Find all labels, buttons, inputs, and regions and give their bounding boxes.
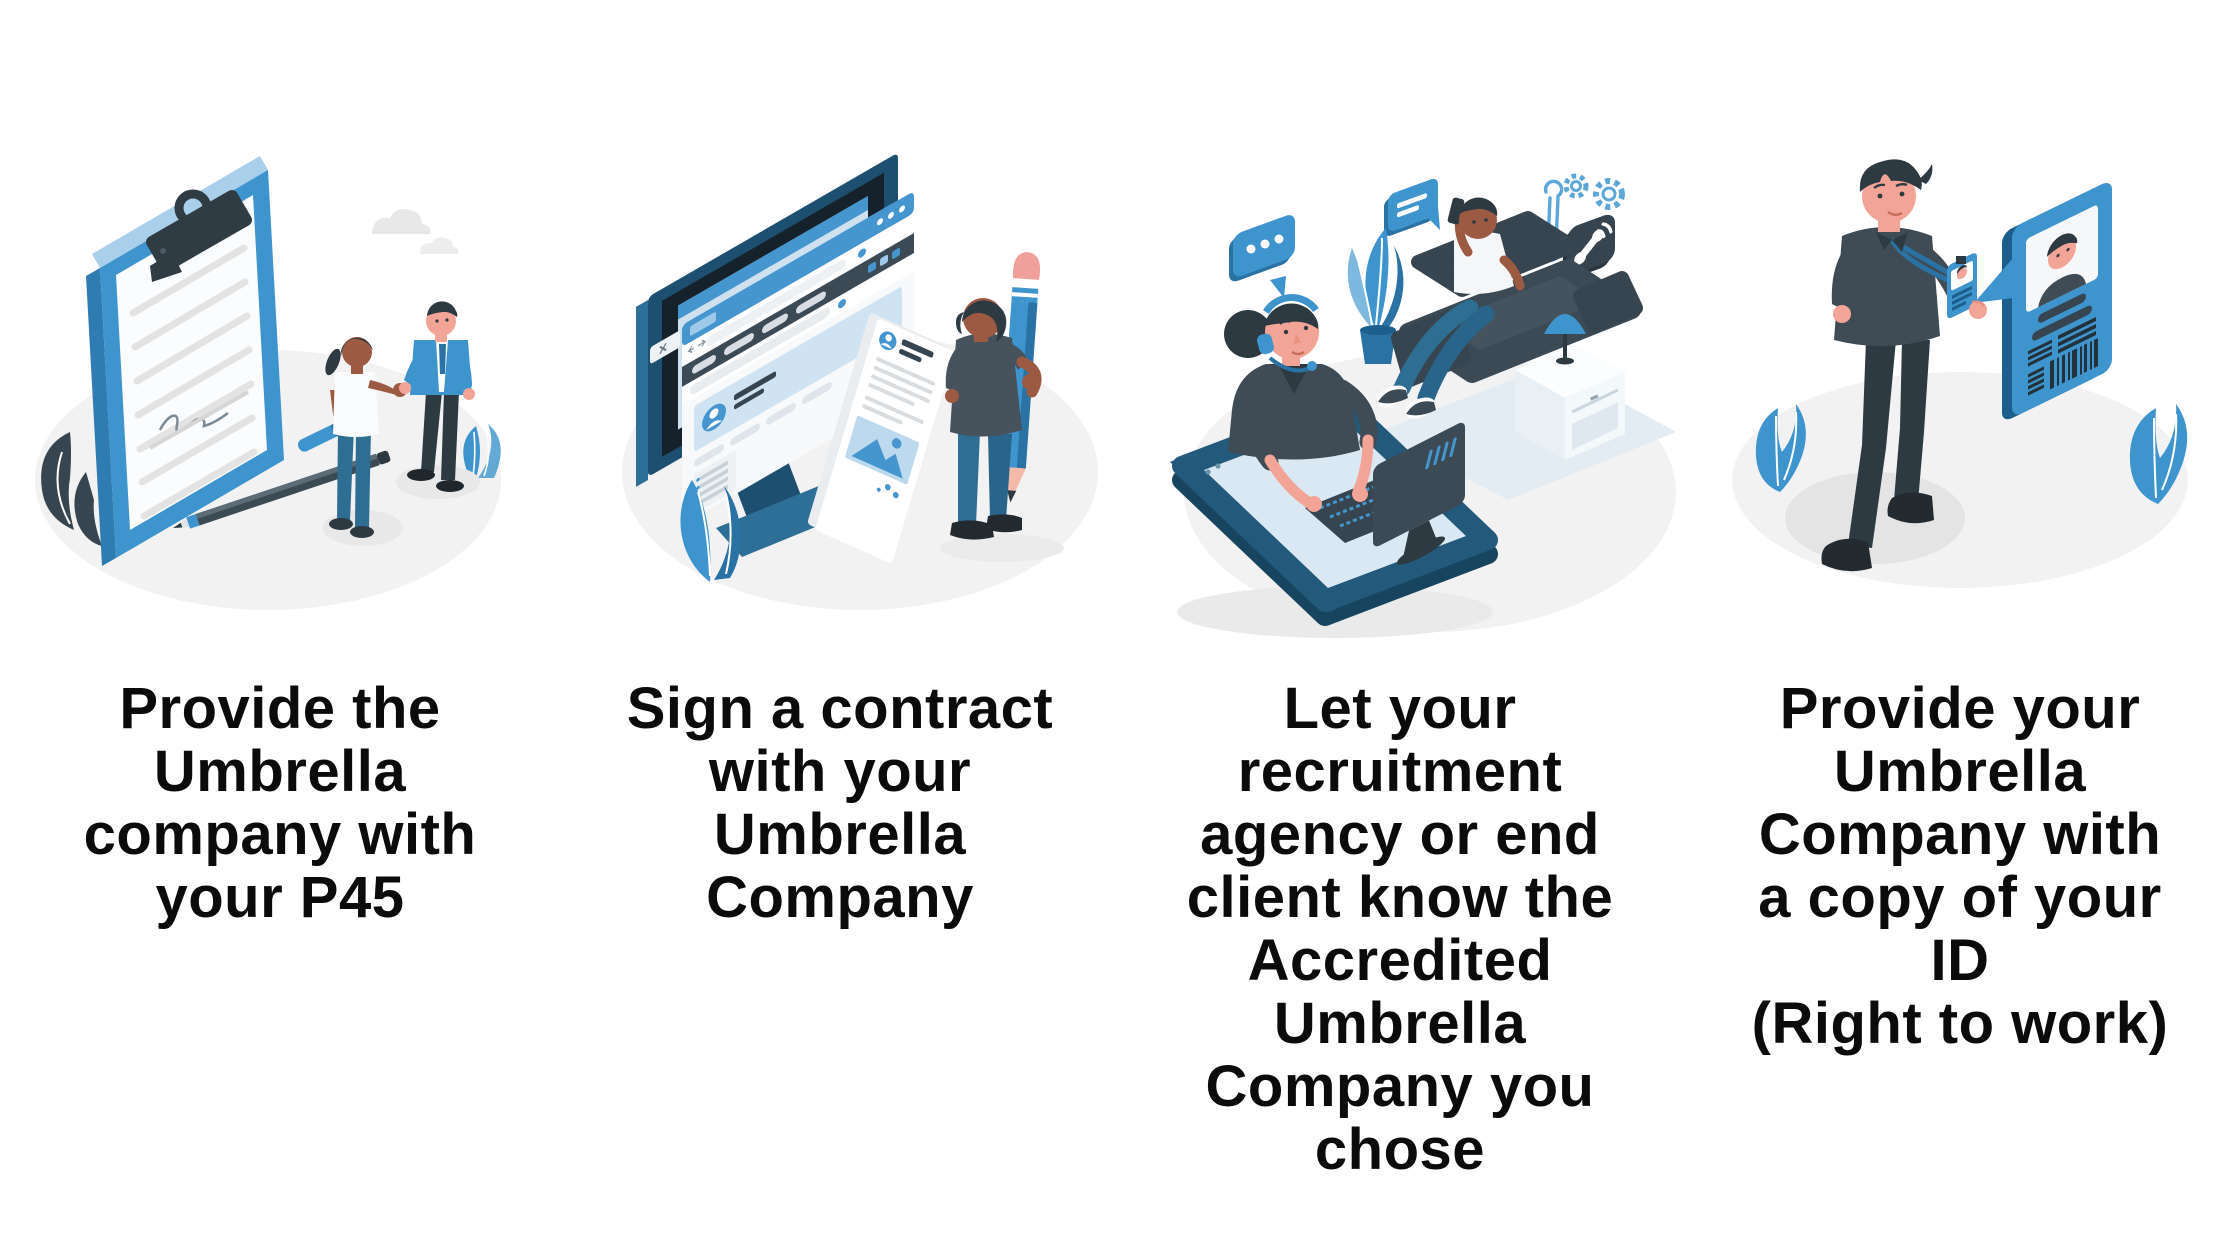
blue-plant-right <box>2129 404 2188 504</box>
support-agent-figure <box>1224 294 1378 512</box>
contract-document <box>807 313 954 563</box>
clipboard-clamp <box>146 189 252 282</box>
plant-pot <box>1360 330 1396 364</box>
side-table <box>1515 345 1625 460</box>
card-pointer <box>1974 258 2013 303</box>
blue-plant-left <box>1755 404 1806 492</box>
man-figure <box>396 301 480 499</box>
jacket <box>1834 227 1940 347</box>
step-2-caption: Sign a contract with your Umbrella Compa… <box>626 676 1054 930</box>
badge-clip <box>1956 256 1966 264</box>
sneaker-2 <box>1404 397 1436 419</box>
desktop-monitor-back <box>1373 422 1465 565</box>
hair <box>962 300 1007 342</box>
step-4: Provide your Umbrella Company with a cop… <box>1680 0 2240 1260</box>
chat-lines-icon <box>1384 178 1440 236</box>
man-hair <box>427 301 458 317</box>
lamp <box>1544 314 1586 365</box>
headset-band <box>1263 294 1319 314</box>
shoe-left <box>1821 538 1872 572</box>
support-call-illustration <box>1170 173 1676 638</box>
step-3-illustration <box>1120 100 1680 660</box>
ground-ellipse <box>1732 372 2188 588</box>
giant-id-card <box>1974 182 2112 420</box>
id-badge <box>1947 253 1987 319</box>
dark-plant <box>41 432 102 546</box>
step-3-caption: Let your recruitment agency or end clien… <box>1186 676 1614 1182</box>
browser-window <box>650 193 914 523</box>
blue-plant <box>463 424 501 478</box>
couch-man-figure <box>1376 197 1525 419</box>
hair <box>1264 303 1319 329</box>
man-right-arm <box>404 348 428 386</box>
leg-right <box>1894 340 1930 502</box>
step-2-illustration <box>560 100 1120 660</box>
chat-dots-icon <box>1229 215 1295 298</box>
hair <box>1459 197 1498 216</box>
clouds-icon <box>372 209 459 254</box>
gear-icon-2 <box>1593 178 1625 210</box>
pencil-man-figure <box>945 298 1042 540</box>
potted-plant <box>1347 228 1404 364</box>
man-left-arm <box>456 348 472 388</box>
woman-figure <box>323 337 407 546</box>
gear-icon <box>1563 173 1589 199</box>
headset-earcup <box>1257 333 1274 355</box>
step-1-caption: Provide the Umbrella company with your P… <box>83 676 477 930</box>
step-1: Provide the Umbrella company with your P… <box>0 0 560 1260</box>
holding-hand <box>1969 301 1987 319</box>
id-card-illustration <box>1732 159 2188 588</box>
tablet-front-rim <box>1170 456 1344 612</box>
leg-left <box>1848 340 1896 548</box>
doc-footer-icons <box>876 484 899 499</box>
arm-akimbo <box>945 346 966 392</box>
document-lines <box>129 244 258 520</box>
ponytail <box>325 348 341 376</box>
sneaker <box>1376 385 1408 407</box>
barcode <box>2050 338 2098 390</box>
step-2: Sign a contract with your Umbrella Compa… <box>560 0 1120 1260</box>
card-portrait <box>2038 233 2086 308</box>
pencil <box>173 450 391 529</box>
clipboard-handshake-illustration <box>35 156 501 610</box>
arm-right <box>1831 246 1856 310</box>
step-3: Let your recruitment agency or end clien… <box>1120 0 1680 1260</box>
shoe-right <box>1887 492 1934 524</box>
step-1-illustration <box>0 100 560 660</box>
clipboard <box>86 156 284 566</box>
blue-leaf <box>680 480 741 582</box>
step-4-caption: Provide your Umbrella Company with a cop… <box>1751 676 2169 1056</box>
sign-contract-illustration <box>622 154 1098 610</box>
hair <box>1859 159 1922 192</box>
step-4-illustration <box>1680 100 2240 660</box>
signature <box>149 390 249 450</box>
headset-mic <box>1268 356 1311 373</box>
